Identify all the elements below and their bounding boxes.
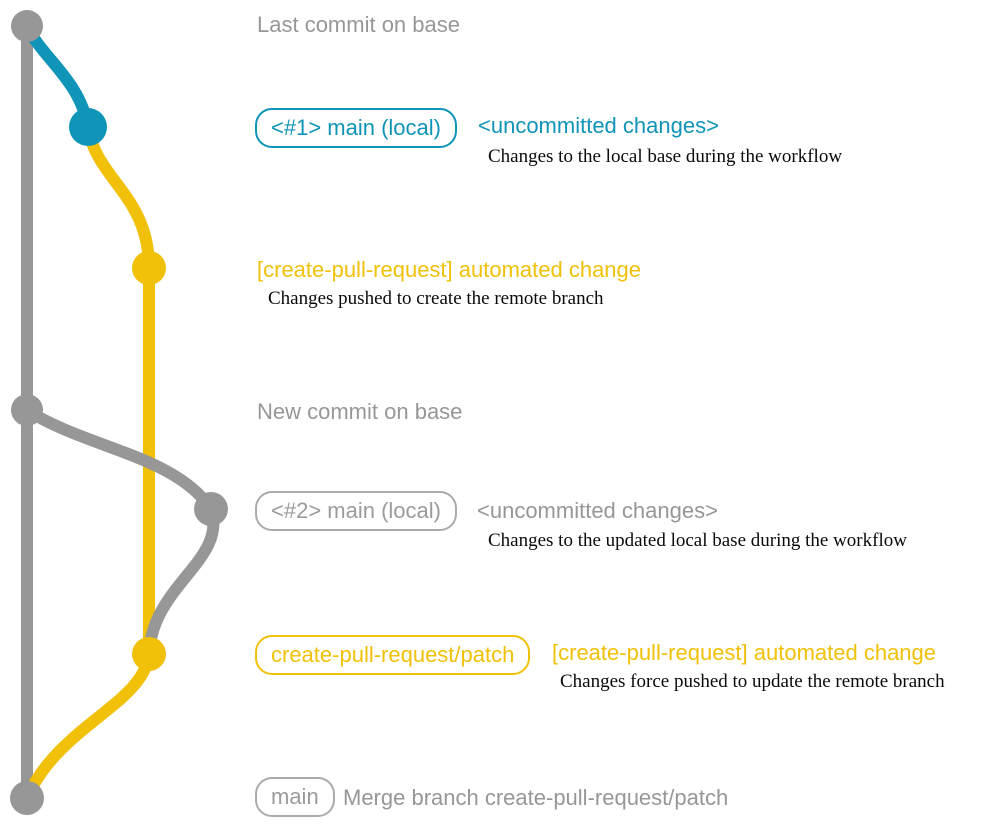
- commit-node-automated-change-2: [132, 637, 166, 671]
- description-uncommitted-2: Changes to the updated local base during…: [488, 530, 907, 551]
- commit-message-automated-change-1: [create-pull-request] automated change: [257, 257, 642, 282]
- commit-message-uncommitted-2: <uncommitted changes>: [477, 498, 718, 523]
- commit-node-merge: [10, 781, 44, 815]
- branch-label-main-local-1: <#1> main (local): [255, 108, 457, 148]
- description-automated-change-2: Changes force pushed to update the remot…: [560, 671, 945, 692]
- patch-merge-curve: [21, 648, 155, 804]
- commit-message-merge: Merge branch create-pull-request/patch: [343, 785, 729, 810]
- branch-label-main-local-2: <#2> main (local): [255, 491, 457, 531]
- branch-label-main: main: [255, 777, 335, 817]
- note-new-commit-on-base: New commit on base: [257, 399, 463, 424]
- commit-node-new-base: [11, 394, 43, 426]
- local-main2-merge-curve: [143, 503, 220, 660]
- commit-node-last-base: [11, 10, 43, 42]
- local-main2-branch-out-curve: [21, 404, 217, 515]
- commit-message-uncommitted-1: <uncommitted changes>: [478, 113, 719, 138]
- commit-node-local-main-2: [194, 492, 228, 526]
- description-uncommitted-1: Changes to the local base during the wor…: [488, 146, 843, 167]
- description-automated-change-1: Changes pushed to create the remote bran…: [268, 288, 604, 309]
- commit-node-local-main-1: [69, 108, 107, 146]
- commit-message-automated-change-2: [create-pull-request] automated change: [552, 640, 937, 665]
- branch-label-patch: create-pull-request/patch: [255, 635, 531, 675]
- commit-node-automated-change-1: [132, 251, 166, 285]
- patch-branch-out-curve: [82, 121, 155, 274]
- note-last-commit-on-base: Last commit on base: [257, 12, 460, 37]
